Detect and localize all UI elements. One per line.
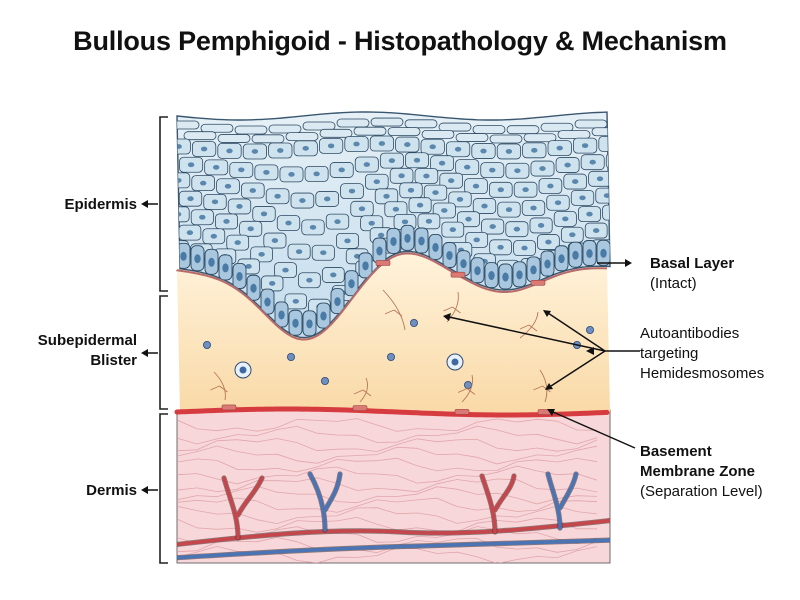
- label-basal-intact: (Intact): [650, 275, 697, 292]
- label-membrane-zone: Membrane Zone: [640, 463, 755, 480]
- autoantibody-pointers: [443, 310, 640, 390]
- bmz-pointer: [547, 409, 636, 449]
- epidermis-layer: [176, 111, 611, 341]
- label-blister-line1: Subepidermal: [38, 332, 137, 349]
- label-separation-level: (Separation Level): [640, 483, 763, 500]
- label-blister-line2: Blister: [90, 352, 137, 369]
- label-basement: Basement: [640, 443, 712, 460]
- label-hemidesmosomes: Hemidesmosomes: [640, 365, 764, 382]
- label-dermis: Dermis: [86, 482, 137, 499]
- label-autoantibodies: Autoantibodies: [640, 325, 739, 342]
- label-epidermis: Epidermis: [64, 196, 137, 213]
- epidermis-arrow: [141, 200, 158, 208]
- diagram-title: Bullous Pemphigoid - Histopathology & Me…: [73, 26, 727, 56]
- label-basal-layer: Basal Layer: [650, 255, 734, 272]
- blister-arrow: [141, 349, 158, 357]
- blister-bracket: [159, 295, 168, 410]
- dermis-arrow: [141, 486, 158, 494]
- label-targeting: targeting: [640, 345, 698, 362]
- dermis-layer: [176, 409, 611, 564]
- epidermis-bracket: [159, 116, 168, 292]
- basal-layer-pointer: [597, 259, 632, 267]
- dermis-bracket: [159, 413, 168, 564]
- basement-membrane: [174, 260, 610, 418]
